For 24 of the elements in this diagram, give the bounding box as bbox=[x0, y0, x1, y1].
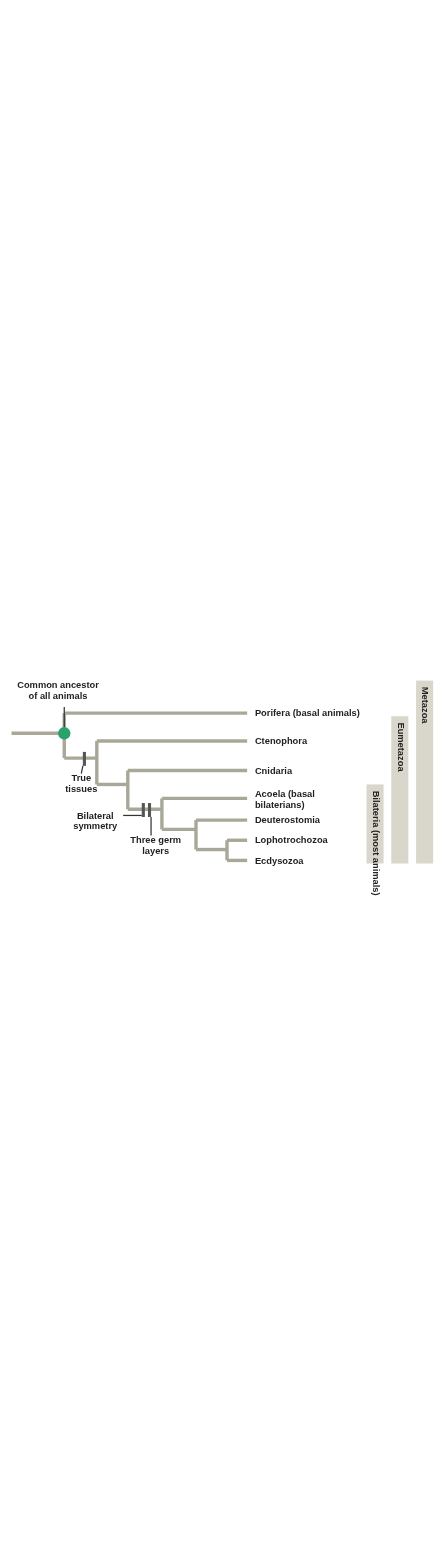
annotation-label: Common ancestor of all animals bbox=[14, 680, 102, 703]
clade-label: Eumetazoa bbox=[395, 722, 405, 772]
annotation-label: True tissues bbox=[61, 773, 102, 796]
taxon-label: Deuterostomia bbox=[254, 815, 320, 827]
ancestor-dot bbox=[58, 727, 71, 740]
trait-mark bbox=[141, 803, 145, 817]
clade-label: Bilateria (most animals) bbox=[370, 790, 380, 896]
leader-line bbox=[63, 706, 65, 728]
clade-bar bbox=[416, 680, 434, 864]
trait-mark bbox=[147, 803, 152, 817]
taxon-label: Acoela (basal bilaterians) bbox=[254, 789, 336, 811]
annotation-label: Bilateral symmetry bbox=[65, 810, 125, 833]
clade-label: Metazoa bbox=[419, 686, 430, 724]
leader-line bbox=[122, 814, 143, 817]
leader-line bbox=[80, 765, 84, 775]
annotation-label: Three germ layers bbox=[127, 835, 184, 858]
taxon-label: Cnidaria bbox=[254, 765, 293, 777]
taxon-label: Lophotrochozoa bbox=[254, 835, 328, 847]
taxon-label: Ecdysozoa bbox=[254, 855, 304, 867]
taxon-label: Porifera (basal animals) bbox=[254, 708, 360, 720]
taxon-label: Ctenophora bbox=[254, 736, 308, 748]
clade-bar bbox=[391, 716, 409, 864]
trait-mark bbox=[82, 751, 86, 766]
leader-line bbox=[150, 816, 152, 837]
